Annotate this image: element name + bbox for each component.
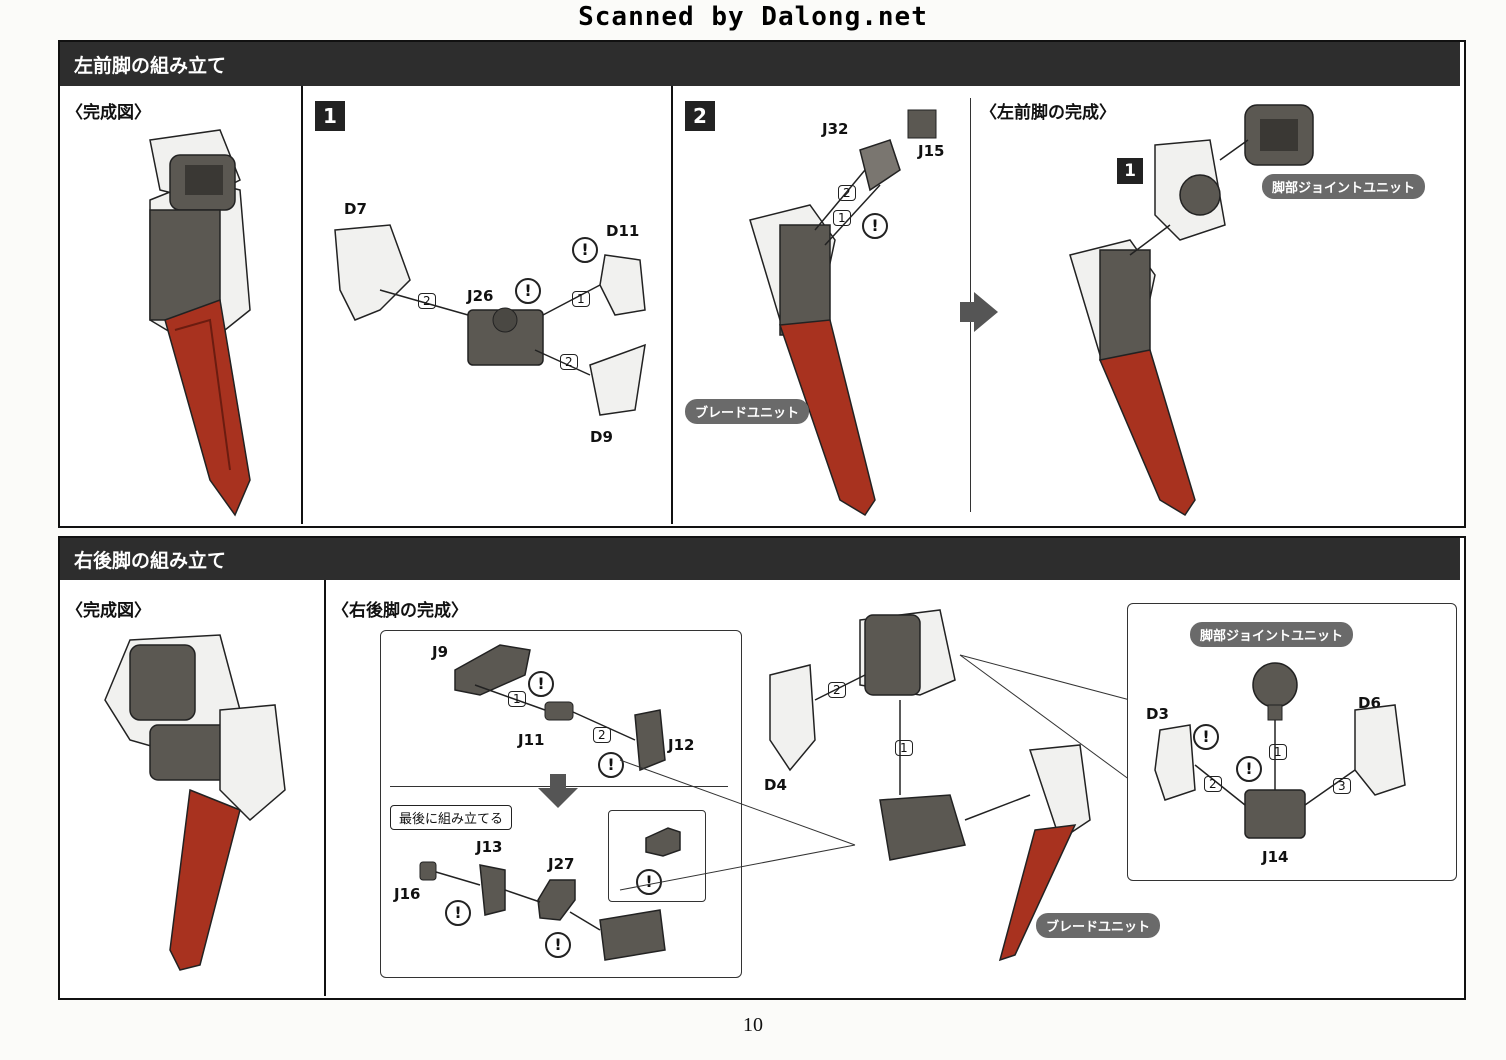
hexagon-icon: 1	[1269, 744, 1287, 760]
complete-figure-label: 〈完成図〉	[66, 103, 151, 123]
complete-figure-label: 〈完成図〉	[66, 601, 151, 621]
leg-joint-unit-label: 脚部ジョイントユニット	[1262, 174, 1426, 199]
hexagon-icon: 2	[828, 682, 846, 698]
exclamation-icon: !	[515, 278, 541, 304]
exclamation-icon: !	[528, 671, 554, 697]
step2-diagram	[749, 109, 937, 517]
finished-left-front-leg	[1069, 104, 1314, 517]
part-label-d4: D4	[764, 776, 787, 794]
part-label-d11: D11	[606, 222, 640, 240]
hexagon-icon: 1	[895, 740, 913, 756]
inset2-diagram	[419, 861, 666, 961]
hexagon-icon: 2	[418, 293, 436, 309]
arrow-down-icon	[538, 774, 578, 808]
section-title-left-front-leg: 左前脚の組み立て	[60, 42, 1460, 86]
part-label-j32: J32	[822, 120, 849, 138]
part-label-j9: J9	[432, 643, 449, 661]
hexagon-icon: 1	[833, 210, 851, 226]
joint-unit-diagram	[1154, 662, 1406, 839]
part-label-d3: D3	[1146, 705, 1169, 723]
section-left-front-leg	[58, 40, 1466, 528]
exclamation-icon: !	[445, 900, 471, 926]
part-label-j14: J14	[1262, 848, 1289, 866]
finished-label-right-rear: 〈右後脚の完成〉	[332, 601, 468, 621]
section-title-right-rear-leg: 右後脚の組み立て	[60, 538, 1460, 580]
section-title-text: 左前脚の組み立て	[74, 54, 227, 77]
finished-label-left-front: 〈左前脚の完成〉	[980, 103, 1116, 123]
exclamation-icon: !	[1236, 756, 1262, 782]
step-number-1: 1	[315, 101, 345, 131]
exclamation-icon: !	[636, 869, 662, 895]
hexagon-icon: 2	[593, 727, 611, 743]
watermark-text: Scanned by Dalong.net	[578, 2, 928, 32]
part-label-j13: J13	[476, 838, 503, 856]
complete-figure-right-rear-leg	[104, 634, 286, 971]
assemble-last-note: 最後に組み立てる	[390, 805, 513, 830]
complete-figure-left-front-leg	[149, 129, 251, 517]
part-label-d6: D6	[1358, 694, 1381, 712]
part-label-d7: D7	[344, 200, 367, 218]
page-number: 10	[743, 1014, 763, 1036]
arrow-right-icon	[960, 292, 998, 332]
hexagon-icon: 2	[1204, 776, 1222, 792]
blade-unit-label: ブレードユニット	[685, 399, 810, 424]
hexagon-icon: 3	[1333, 778, 1351, 794]
blade-unit-label: ブレードユニット	[1036, 913, 1161, 938]
panel-divider	[324, 580, 326, 996]
exclamation-icon: !	[862, 213, 888, 239]
hexagon-icon: 2	[838, 185, 856, 201]
hexagon-icon: 1	[508, 691, 526, 707]
part-label-j27: J27	[548, 855, 575, 873]
exclamation-icon: !	[598, 752, 624, 778]
part-label-j26: J26	[467, 287, 494, 305]
joint-unit-inset-title: 脚部ジョイントユニット	[1190, 622, 1354, 647]
part-label-j11: J11	[518, 731, 545, 749]
part-label-d9: D9	[590, 428, 613, 446]
detail-part	[645, 827, 681, 857]
center-assembly-diagram	[619, 609, 1131, 962]
finished-step-number: 1	[1117, 158, 1143, 184]
hexagon-icon: 2	[560, 354, 578, 370]
panel-divider	[671, 86, 673, 524]
hexagon-icon: 1	[572, 291, 590, 307]
part-label-j12: J12	[668, 736, 695, 754]
panel-divider	[301, 86, 303, 524]
section-title-text: 右後脚の組み立て	[74, 549, 227, 572]
exclamation-icon: !	[545, 932, 571, 958]
part-label-j16: J16	[394, 885, 421, 903]
part-label-j15: J15	[918, 142, 945, 160]
inset1-diagram	[454, 644, 666, 772]
exclamation-icon: !	[572, 237, 598, 263]
step1-diagram	[334, 224, 646, 416]
step-number-2: 2	[685, 101, 715, 131]
exclamation-icon: !	[1193, 724, 1219, 750]
